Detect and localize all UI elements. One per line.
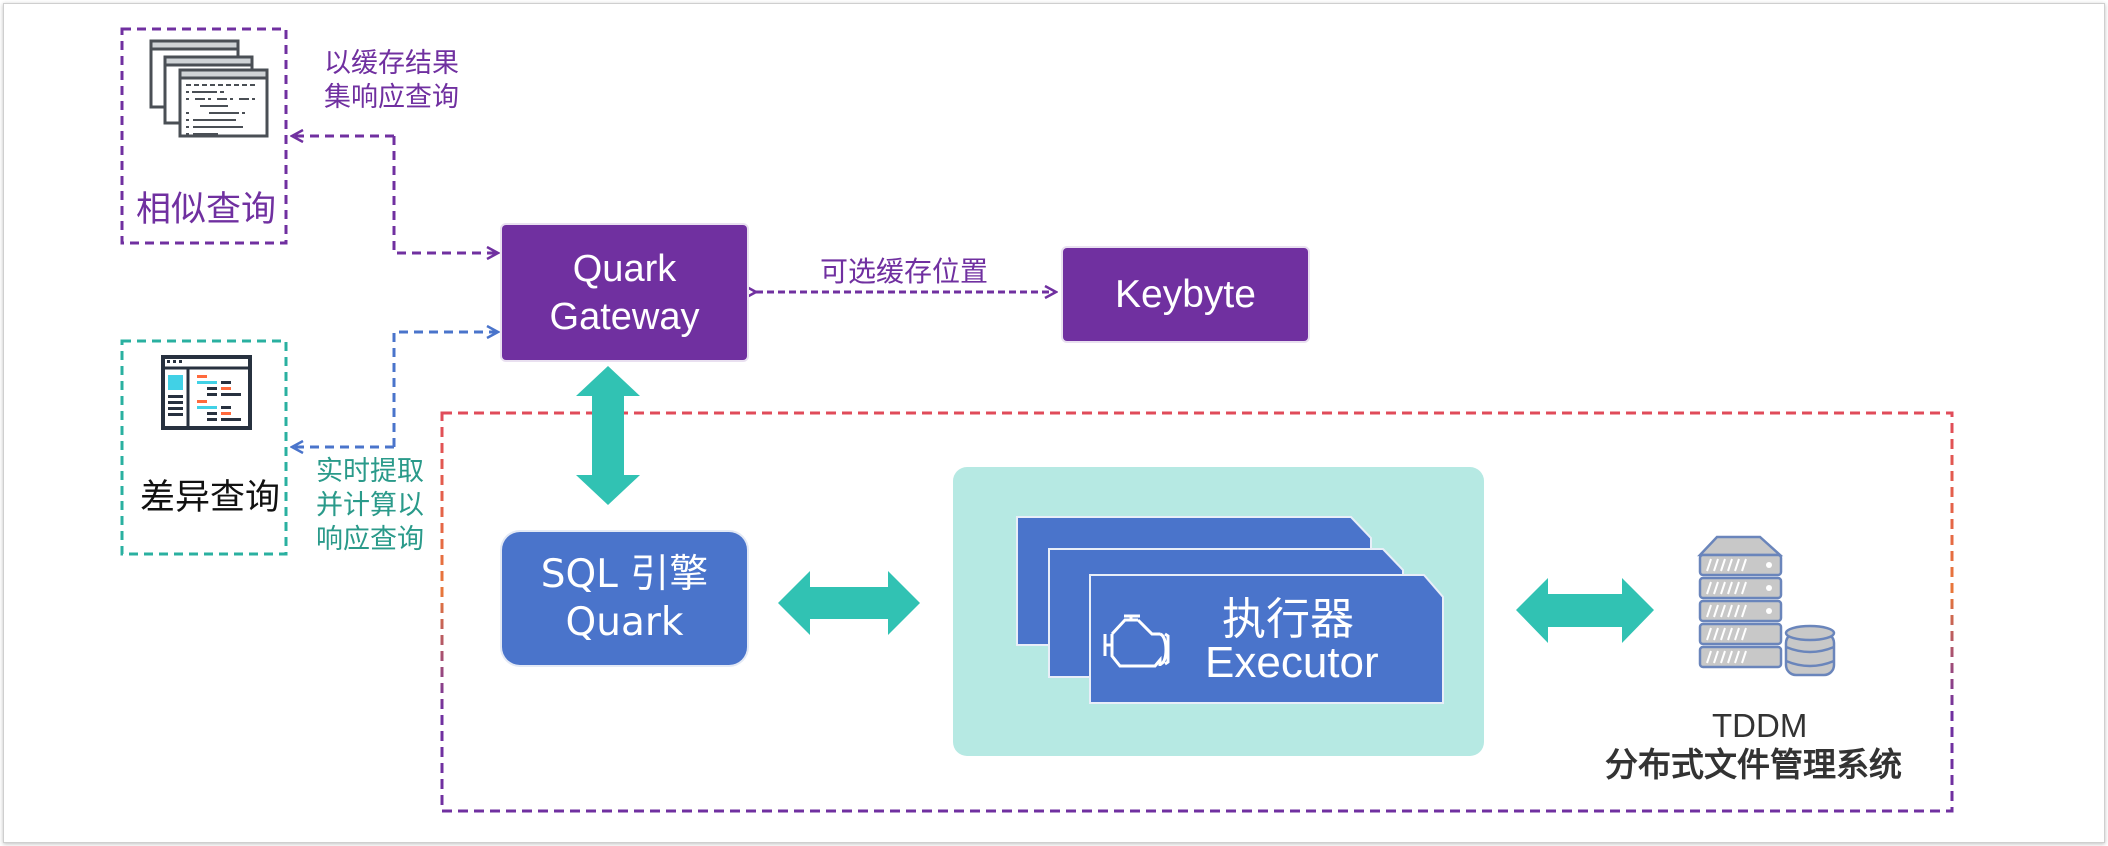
sql-engine-node[interactable]: SQL 引擎 Quark (502, 532, 747, 665)
gateway-label-line-2: Gateway (549, 295, 700, 338)
gateway-sql-bidirectional-arrow (576, 366, 640, 505)
compute-cluster-frame (440, 411, 1954, 813)
executor-card-front (1089, 574, 1444, 704)
diff-query-label: 差异查询 (140, 478, 281, 518)
gateway-label-line-1: Quark (572, 247, 677, 290)
keybyte-node[interactable]: Keybyte (1063, 248, 1308, 341)
cache-link-label: 可选缓存位置 (820, 255, 989, 288)
similar-query-frame (120, 27, 288, 245)
diff-query-annotation-line-2: 并计算以 (316, 490, 424, 521)
similar-query-annotation-line-1: 以缓存结果 (324, 48, 459, 79)
quark-gateway-node[interactable]: Quark Gateway (502, 225, 747, 360)
engine-icon (1103, 614, 1170, 668)
executor-label-cn: 执行器 (1222, 594, 1354, 645)
similar-query-label: 相似查询 (136, 190, 277, 230)
stacked-code-windows-icon (149, 39, 269, 138)
sql-executor-bidirectional-arrow (778, 571, 920, 635)
server-database-icon (1697, 535, 1836, 677)
diff-query-frame (120, 339, 288, 556)
keybyte-label: Keybyte (1115, 272, 1256, 316)
storage-title: TDDM (1712, 707, 1808, 744)
similar-query-response-arrow (392, 136, 498, 253)
diff-query-annotation-line-3: 响应查询 (316, 524, 424, 555)
sql-engine-label-line-2: Quark (565, 599, 684, 645)
diff-query-annotation-line-1: 实时提取 (316, 456, 424, 487)
dashboard-window-icon (161, 355, 252, 430)
diff-query-request-arrow (392, 332, 498, 447)
similar-query-annotation-line-2: 集响应查询 (324, 82, 459, 113)
executor-storage-bidirectional-arrow (1516, 578, 1654, 643)
sql-engine-label-line-1: SQL 引擎 (540, 551, 709, 597)
executor-label-en: Executor (1205, 638, 1379, 687)
storage-subtitle: 分布式文件管理系统 (1605, 745, 1902, 784)
